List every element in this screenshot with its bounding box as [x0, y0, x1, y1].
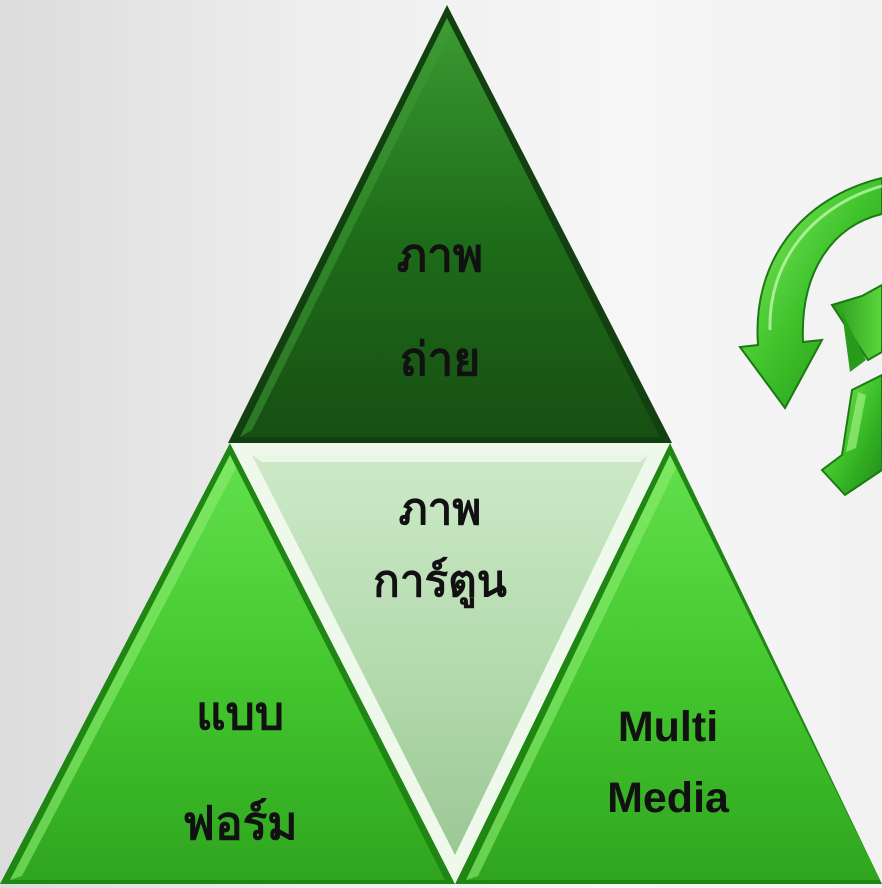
triangle-right [455, 443, 882, 884]
label-right-line1: Multi [617, 703, 719, 751]
triangle-left [0, 443, 455, 884]
refresh-arrows-icon [820, 283, 882, 497]
label-right-line2: Media [607, 774, 729, 822]
label-left-line1: แบบ [195, 686, 285, 740]
label-top-line1: ภาพ [396, 228, 484, 282]
label-left: แบบ ฟอร์ม [140, 690, 340, 846]
circular-arrow-icon [738, 176, 882, 410]
label-left-line2: ฟอร์ม [182, 796, 298, 850]
label-right: Multi Media [568, 706, 768, 820]
label-center: ภาพ การ์ตูน [330, 488, 550, 604]
triangle-top [228, 5, 672, 443]
label-center-line2: การ์ตูน [373, 556, 507, 607]
label-top-line2: ถ่าย [399, 332, 481, 386]
label-center-line1: ภาพ [398, 484, 482, 535]
label-top: ภาพ ถ่าย [340, 232, 540, 382]
triangle-center [230, 443, 670, 884]
